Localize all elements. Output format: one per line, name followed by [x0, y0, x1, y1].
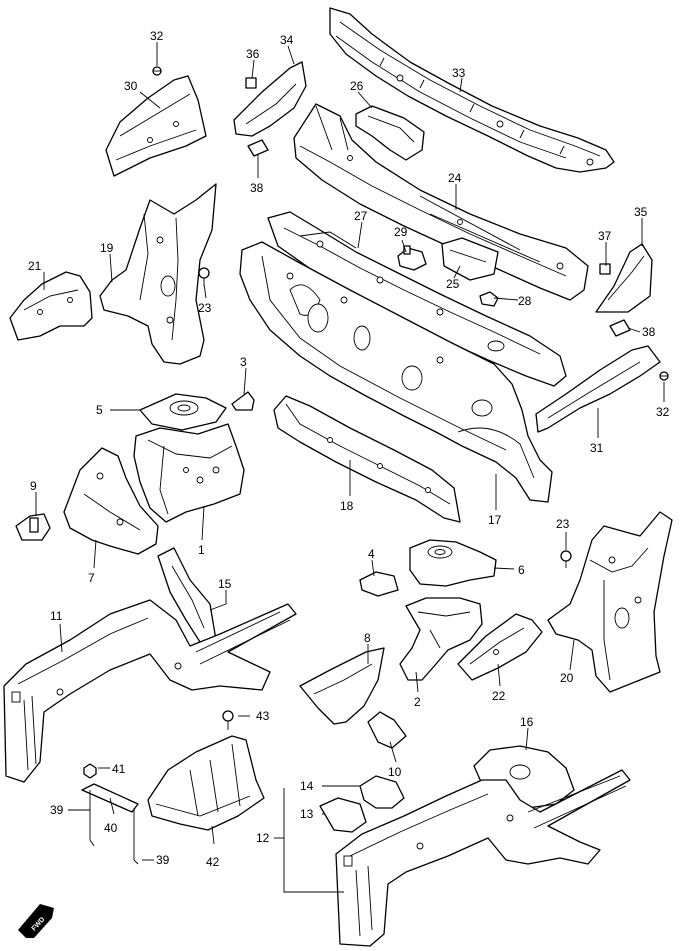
callout-1: 1: [198, 543, 205, 557]
part-32-bolt-lower[interactable]: [659, 371, 669, 381]
part-31-member[interactable]: [535, 345, 661, 433]
part-36-clip[interactable]: [245, 77, 257, 89]
part-37-clip[interactable]: [599, 263, 611, 275]
leader-lines: [35, 42, 665, 893]
part-34-bracket[interactable]: [233, 61, 307, 137]
callout-29: 29: [394, 225, 408, 239]
part-43-bolt[interactable]: [222, 710, 234, 730]
forward-arrow-icon: [18, 904, 54, 938]
part-11-side-member[interactable]: [3, 599, 297, 783]
callout-30: 30: [124, 79, 138, 93]
part-29-bracket[interactable]: [397, 245, 427, 271]
callout-13: 13: [300, 807, 314, 821]
callout-labels: 32 30 36 34 38 33 26 24 27 29 25 28 35 3…: [28, 29, 670, 869]
callout-27: 27: [354, 209, 368, 223]
callout-21: 21: [28, 259, 42, 273]
forward-direction-badge: FWD: [18, 904, 54, 938]
callout-32: 32: [150, 29, 164, 43]
callout-31: 31: [590, 441, 604, 455]
callout-9: 9: [30, 479, 37, 493]
callout-11: 11: [50, 609, 63, 623]
callout-10: 10: [388, 765, 402, 779]
part-18-lower-member[interactable]: [273, 395, 461, 523]
callout-43: 43: [256, 709, 270, 723]
callout-12: 12: [256, 831, 270, 845]
callout-41: 41: [112, 762, 126, 776]
part-4-bracket[interactable]: [359, 571, 399, 597]
callout-19: 19: [100, 241, 114, 255]
callout-26: 26: [350, 79, 364, 93]
callout-2: 2: [414, 695, 421, 709]
part-32-bolt-upper[interactable]: [152, 66, 162, 76]
part-19-pillar-inner[interactable]: [99, 183, 217, 365]
callout-3: 3: [240, 355, 247, 369]
part-26-reinforcement[interactable]: [355, 105, 425, 161]
callout-28: 28: [518, 294, 532, 308]
part-12-side-member[interactable]: [335, 769, 631, 947]
callout-34: 34: [280, 33, 294, 47]
part-21-panel[interactable]: [9, 271, 93, 341]
part-38-bracket-lower[interactable]: [609, 319, 631, 337]
part-5-strut-top[interactable]: [139, 393, 227, 431]
callout-39: 39: [50, 803, 64, 817]
callout-32: 32: [656, 405, 670, 419]
part-1-strut-housing[interactable]: [133, 423, 245, 523]
callout-33: 33: [452, 66, 466, 80]
part-39-rod-left[interactable]: [89, 790, 95, 847]
callout-23: 23: [198, 301, 212, 315]
callout-15: 15: [218, 577, 232, 591]
part-8-bracket[interactable]: [299, 647, 385, 725]
callout-8: 8: [364, 631, 371, 645]
part-2-housing[interactable]: [399, 597, 483, 681]
callout-20: 20: [560, 671, 574, 685]
callout-7: 7: [88, 571, 95, 585]
callout-36: 36: [246, 47, 260, 61]
part-28-clip[interactable]: [479, 291, 499, 307]
part-23-bolt-lower[interactable]: [560, 550, 572, 568]
part-14-bracket[interactable]: [359, 775, 405, 809]
part-17-dash-lower[interactable]: [239, 241, 553, 503]
part-33-cowl-panel[interactable]: [329, 7, 615, 173]
part-3-clip[interactable]: [231, 391, 255, 411]
callout-17: 17: [488, 513, 502, 527]
callout-38: 38: [642, 325, 656, 339]
callout-14: 14: [300, 779, 314, 793]
part-10-bracket[interactable]: [367, 711, 407, 749]
part-23-bolt-upper[interactable]: [198, 267, 210, 286]
part-22-bracket[interactable]: [457, 613, 543, 681]
callout-18: 18: [340, 499, 354, 513]
part-9-bracket[interactable]: [15, 513, 51, 541]
callout-25: 25: [446, 277, 460, 291]
callout-16: 16: [520, 715, 534, 729]
part-38-bracket-upper[interactable]: [247, 139, 269, 157]
callout-24: 24: [448, 171, 462, 185]
part-25-bracket[interactable]: [441, 237, 499, 281]
callout-38: 38: [250, 181, 264, 195]
callout-39: 39: [156, 853, 170, 867]
callout-23: 23: [556, 517, 570, 531]
part-41-nut[interactable]: [83, 763, 97, 779]
callout-4: 4: [368, 547, 375, 561]
part-20-pillar[interactable]: [547, 511, 673, 693]
callout-37: 37: [598, 229, 612, 243]
part-30-side-member[interactable]: [105, 75, 207, 177]
callout-35: 35: [634, 205, 648, 219]
part-24-cross-member[interactable]: [293, 103, 589, 301]
part-42-tray[interactable]: [147, 735, 265, 831]
part-6-strut-top[interactable]: [409, 539, 497, 587]
callout-22: 22: [492, 689, 506, 703]
part-35-bracket[interactable]: [595, 243, 653, 313]
callout-40: 40: [104, 821, 118, 835]
callout-42: 42: [206, 855, 220, 869]
callout-5: 5: [96, 403, 103, 417]
callout-6: 6: [518, 563, 525, 577]
part-13-bracket[interactable]: [319, 797, 367, 833]
part-7-apron[interactable]: [63, 447, 159, 555]
part-39-rod-right[interactable]: [133, 808, 139, 865]
